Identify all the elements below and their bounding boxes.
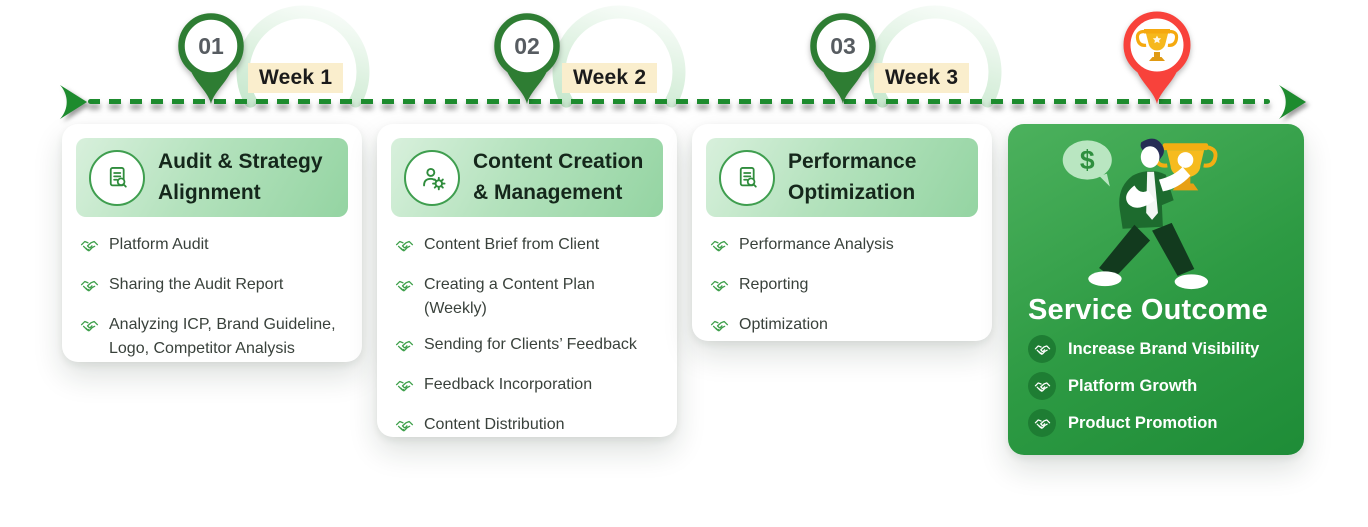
week-label: Week 3 [874, 63, 970, 93]
handshake-icon [1028, 335, 1056, 363]
timeline-arrow-left-icon [60, 85, 87, 119]
list-item-text: Platform Growth [1068, 376, 1198, 395]
list-item: Platform Growth [1028, 372, 1286, 400]
timeline-dashed-line [88, 99, 1270, 104]
card-title: Audit & Strategy Alignment [158, 150, 323, 204]
dollar-speech-bubble: $ [1062, 140, 1112, 187]
list-item-text: Platform Audit [109, 236, 209, 254]
outcome-title: Service Outcome [1028, 294, 1268, 326]
list-item-text: Analyzing ICP, Brand Guideline, Logo, Co… [109, 316, 336, 358]
list-item: Optimization [710, 313, 976, 341]
card-title: Performance Optimization [788, 150, 917, 204]
trophy-pin [1123, 11, 1191, 104]
week-label: Week 1 [248, 63, 344, 93]
list-item: Content Brief from Client [395, 233, 661, 261]
man-holding-trophy-illustration: $ [1062, 138, 1218, 290]
man-figure [1088, 138, 1209, 290]
outcome-item-list: Increase Brand Visibility Platform Growt… [1008, 335, 1304, 460]
card-item-list: Performance Analysis Reporting Optimizat… [692, 231, 992, 369]
handshake-icon [1028, 372, 1056, 400]
list-item-text: Sharing the Audit Report [109, 276, 284, 294]
handshake-icon [80, 277, 99, 301]
list-item: Increase Brand Visibility [1028, 335, 1286, 363]
milestone-number: 03 [830, 33, 856, 59]
list-item-text: Optimization [739, 316, 828, 334]
milestone-pin-1: 01 [178, 13, 244, 104]
list-item: Analyzing ICP, Brand Guideline, Logo, Co… [80, 313, 346, 361]
list-item-text: Feedback Incorporation [424, 376, 593, 394]
card-header: Performance Optimization [706, 138, 978, 218]
handshake-icon [395, 237, 414, 261]
handshake-icon [710, 277, 729, 301]
card-header: Audit & Strategy Alignment [76, 138, 348, 218]
milestone-number: 01 [198, 33, 224, 59]
document-search-icon [89, 149, 145, 206]
list-item: Platform Audit [80, 233, 346, 261]
list-item: Feedback Incorporation [395, 373, 661, 401]
milestone-pin-2: 02 [494, 13, 560, 104]
card-header: Content Creation & Management [391, 138, 663, 218]
card-content-creation: Content Creation & Management Content Br… [377, 124, 677, 437]
list-item-text: Performance Analysis [739, 236, 894, 254]
list-item-text: Reporting [739, 276, 809, 294]
list-item-text: Content Distribution [424, 416, 565, 434]
list-item: Creating a Content Plan (Weekly) [395, 273, 661, 321]
list-item-text: Sending for Clients’ Feedback [424, 336, 637, 354]
svg-text:$: $ [1080, 145, 1095, 175]
week-label: Week 2 [562, 63, 658, 93]
card-item-list: Content Brief from Client Creating a Con… [377, 231, 677, 469]
list-item: Reporting [710, 273, 976, 301]
handshake-icon [395, 277, 414, 301]
list-item-text: Increase Brand Visibility [1068, 339, 1260, 358]
list-item-text: Creating a Content Plan (Weekly) [424, 276, 595, 318]
list-item-text: Product Promotion [1068, 413, 1218, 432]
list-item: Sharing the Audit Report [80, 273, 346, 301]
milestone-number: 02 [514, 33, 540, 59]
list-item: Sending for Clients’ Feedback [395, 333, 661, 361]
handshake-icon [710, 317, 729, 341]
list-item: Performance Analysis [710, 233, 976, 261]
handshake-icon [80, 317, 99, 341]
handshake-icon [395, 377, 414, 401]
timeline-arrow-right-icon [1279, 85, 1306, 119]
card-service-outcome: $ [1008, 124, 1304, 455]
card-item-list: Platform Audit Sharing the Audit Report … [62, 231, 362, 389]
list-item: Product Promotion [1028, 409, 1286, 437]
user-gear-icon [404, 149, 460, 206]
handshake-icon [80, 237, 99, 261]
document-search-icon [719, 149, 775, 206]
card-audit-strategy: Audit & Strategy Alignment Platform Audi… [62, 124, 362, 362]
milestone-pin-3: 03 [810, 13, 876, 104]
list-item: Content Distribution [395, 413, 661, 441]
handshake-icon [395, 337, 414, 361]
card-performance-optimization: Performance Optimization Performance Ana… [692, 124, 992, 341]
handshake-icon [1028, 409, 1056, 437]
handshake-icon [395, 417, 414, 441]
card-title: Content Creation & Management [473, 150, 644, 204]
list-item-text: Content Brief from Client [424, 236, 600, 254]
handshake-icon [710, 237, 729, 261]
trophy-icon [1135, 29, 1179, 61]
